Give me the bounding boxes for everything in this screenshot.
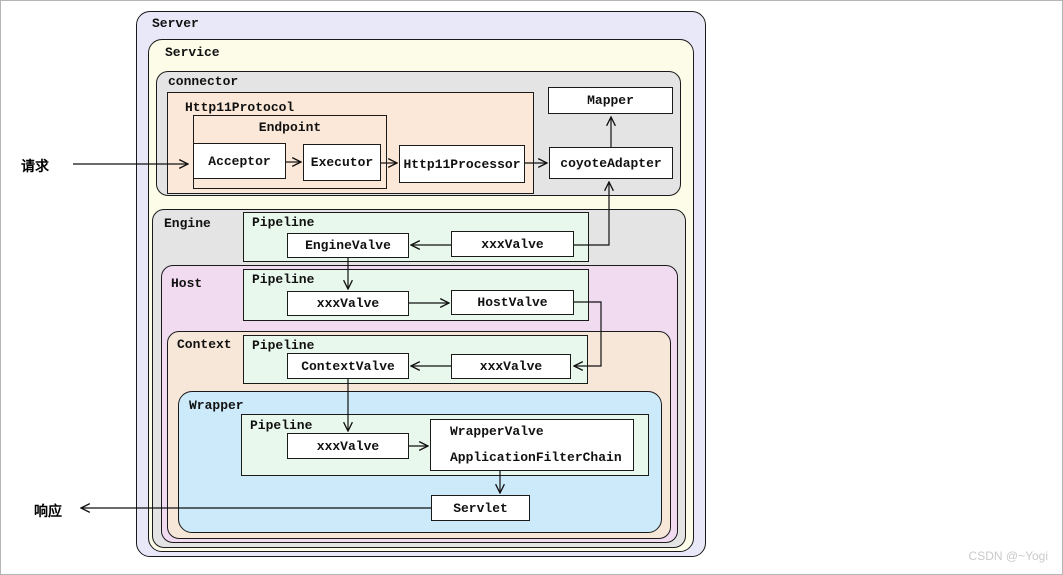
connector-label: connector [168, 74, 239, 89]
context-label: Context [177, 337, 232, 352]
acceptor-box: Acceptor [193, 143, 286, 179]
wrapper-pipeline-label: Pipeline [250, 418, 313, 433]
service-label: Service [165, 45, 220, 60]
engine-label: Engine [164, 216, 211, 231]
engine-valve-box: EngineValve [287, 233, 409, 258]
context-pipeline-label: Pipeline [252, 338, 315, 353]
context-valve-box: ContextValve [287, 353, 409, 379]
coyote-adapter-box: coyoteAdapter [549, 147, 673, 179]
http11protocol-label: Http11Protocol [185, 100, 295, 115]
application-filter-chain-label: ApplicationFilterChain [450, 450, 622, 465]
endpoint-label: Endpoint [258, 120, 322, 135]
wrapper-valve-label: WrapperValve [450, 424, 544, 439]
host-valve-box: HostValve [451, 290, 574, 315]
engine-pipeline-label: Pipeline [252, 215, 315, 230]
watermark: CSDN @~Yogi [968, 549, 1048, 563]
host-label: Host [171, 276, 203, 291]
context-xxxvalve-box: xxxValve [451, 354, 571, 379]
wrapper-label: Wrapper [189, 398, 244, 413]
server-label: Server [152, 16, 199, 31]
servlet-box: Servlet [431, 495, 530, 521]
mapper-box: Mapper [548, 87, 673, 114]
http11processor-box: Http11Processor [399, 145, 525, 183]
executor-box: Executor [303, 144, 381, 181]
host-pipeline-label: Pipeline [252, 272, 315, 287]
response-label: 响应 [34, 504, 62, 520]
request-label: 请求 [21, 159, 49, 175]
engine-xxxvalve-box: xxxValve [451, 231, 574, 257]
host-xxxvalve-box: xxxValve [287, 291, 409, 316]
wrapper-valve-box: WrapperValve ApplicationFilterChain [430, 419, 634, 471]
wrapper-xxxvalve-box: xxxValve [287, 433, 409, 459]
